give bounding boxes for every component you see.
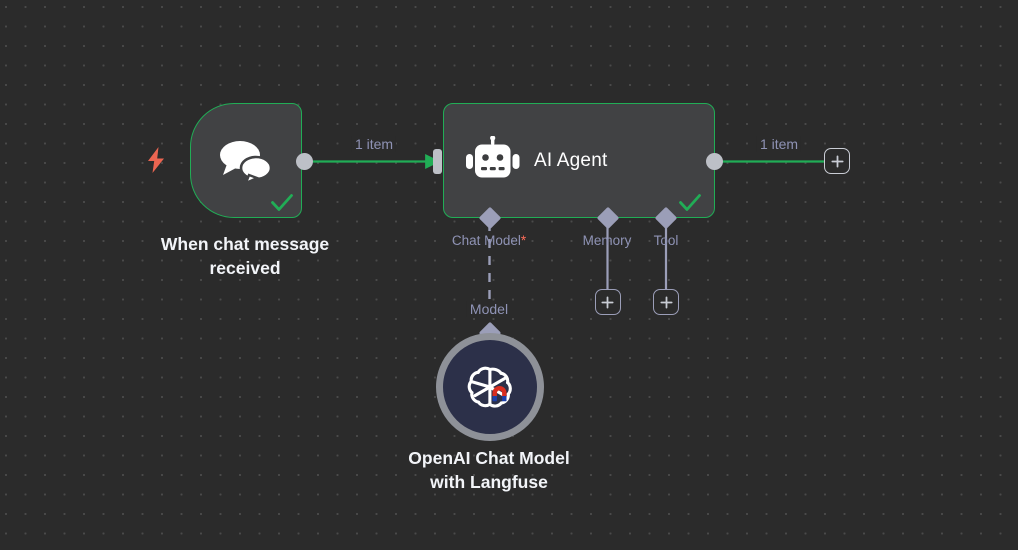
openai-langfuse-icon <box>464 361 516 413</box>
node-title-ai-agent: AI Agent <box>534 149 608 171</box>
lightning-bolt-icon <box>146 147 166 173</box>
edge-label-agent-to-add: 1 item <box>756 136 802 152</box>
node-label-trigger: When chat message received <box>160 234 330 279</box>
add-node-main-button[interactable] <box>824 148 850 174</box>
node-ai-agent[interactable]: AI Agent <box>443 103 715 218</box>
check-icon <box>270 193 294 213</box>
check-icon <box>678 193 702 213</box>
add-node-tool-button[interactable] <box>653 289 679 315</box>
sub-port-label-text: Tool <box>653 233 679 248</box>
sub-port-label-text: Memory <box>582 233 632 248</box>
chat-bubbles-icon <box>215 137 277 185</box>
sub-port-label-memory: Memory <box>583 233 632 248</box>
robot-icon <box>464 134 522 186</box>
node-label-openai-chat-model: OpenAI Chat Model with Langfuse <box>408 448 570 493</box>
edge-label-trigger-to-agent: 1 item <box>351 136 397 152</box>
agent-input-port[interactable] <box>433 149 442 174</box>
sub-port-label-text: Chat Model <box>451 233 521 248</box>
langfuse-badge <box>492 386 507 402</box>
sub-port-label-chat-model: Chat Model* <box>452 233 526 248</box>
required-marker: * <box>520 233 527 248</box>
node-when-chat-message-received[interactable] <box>190 103 302 218</box>
agent-output-port[interactable] <box>706 153 723 170</box>
trigger-output-port[interactable] <box>296 153 313 170</box>
edge-label-model: Model <box>466 301 512 317</box>
add-node-memory-button[interactable] <box>594 289 621 315</box>
sub-port-label-tool: Tool <box>654 233 679 248</box>
node-openai-chat-model[interactable] <box>436 333 544 441</box>
